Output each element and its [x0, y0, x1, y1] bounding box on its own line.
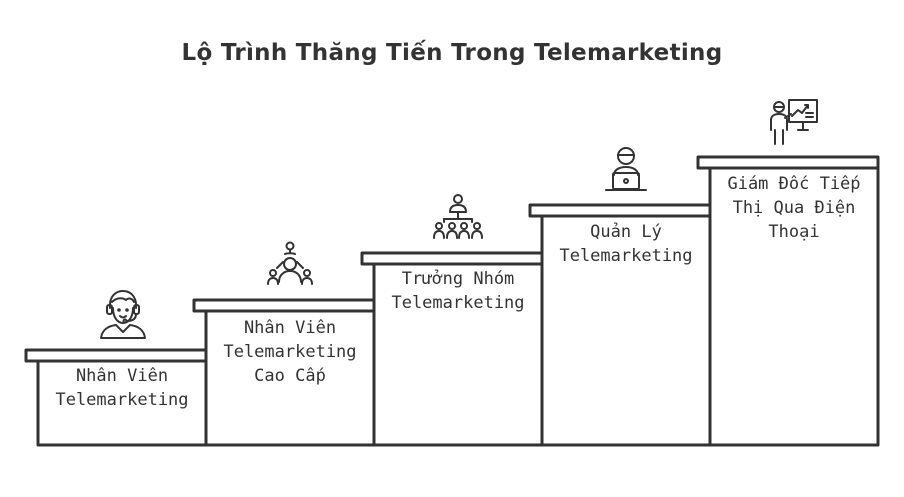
step-4-label: Quản Lý Telemarketing — [559, 222, 693, 266]
step-1-ledge — [24, 348, 208, 363]
step-2-ledge — [192, 298, 376, 313]
manager-laptop-icon — [601, 143, 651, 195]
team-leader-group-icon — [433, 192, 483, 244]
diagram-title: Lộ Trình Thăng Tiến Trong Telemarketing — [181, 40, 723, 66]
senior-agent-network-icon — [265, 240, 315, 292]
step-3-ledge — [360, 251, 544, 266]
telemarketer-headset-icon — [98, 288, 148, 340]
step-4-ledge — [528, 203, 712, 218]
step-1-label: Nhân Viên Telemarketing — [55, 366, 189, 410]
step-5-block — [708, 167, 880, 447]
step-2-label: Nhân Viên Telemarketing Cao Cấp — [223, 318, 357, 386]
step-5-ledge — [696, 155, 880, 170]
director-presentation-icon — [767, 96, 821, 150]
step-5-label: Giám Đốc Tiếp Thị Qua Điện Thoại — [727, 174, 861, 242]
step-3-label: Trưởng Nhóm Telemarketing — [391, 269, 525, 313]
